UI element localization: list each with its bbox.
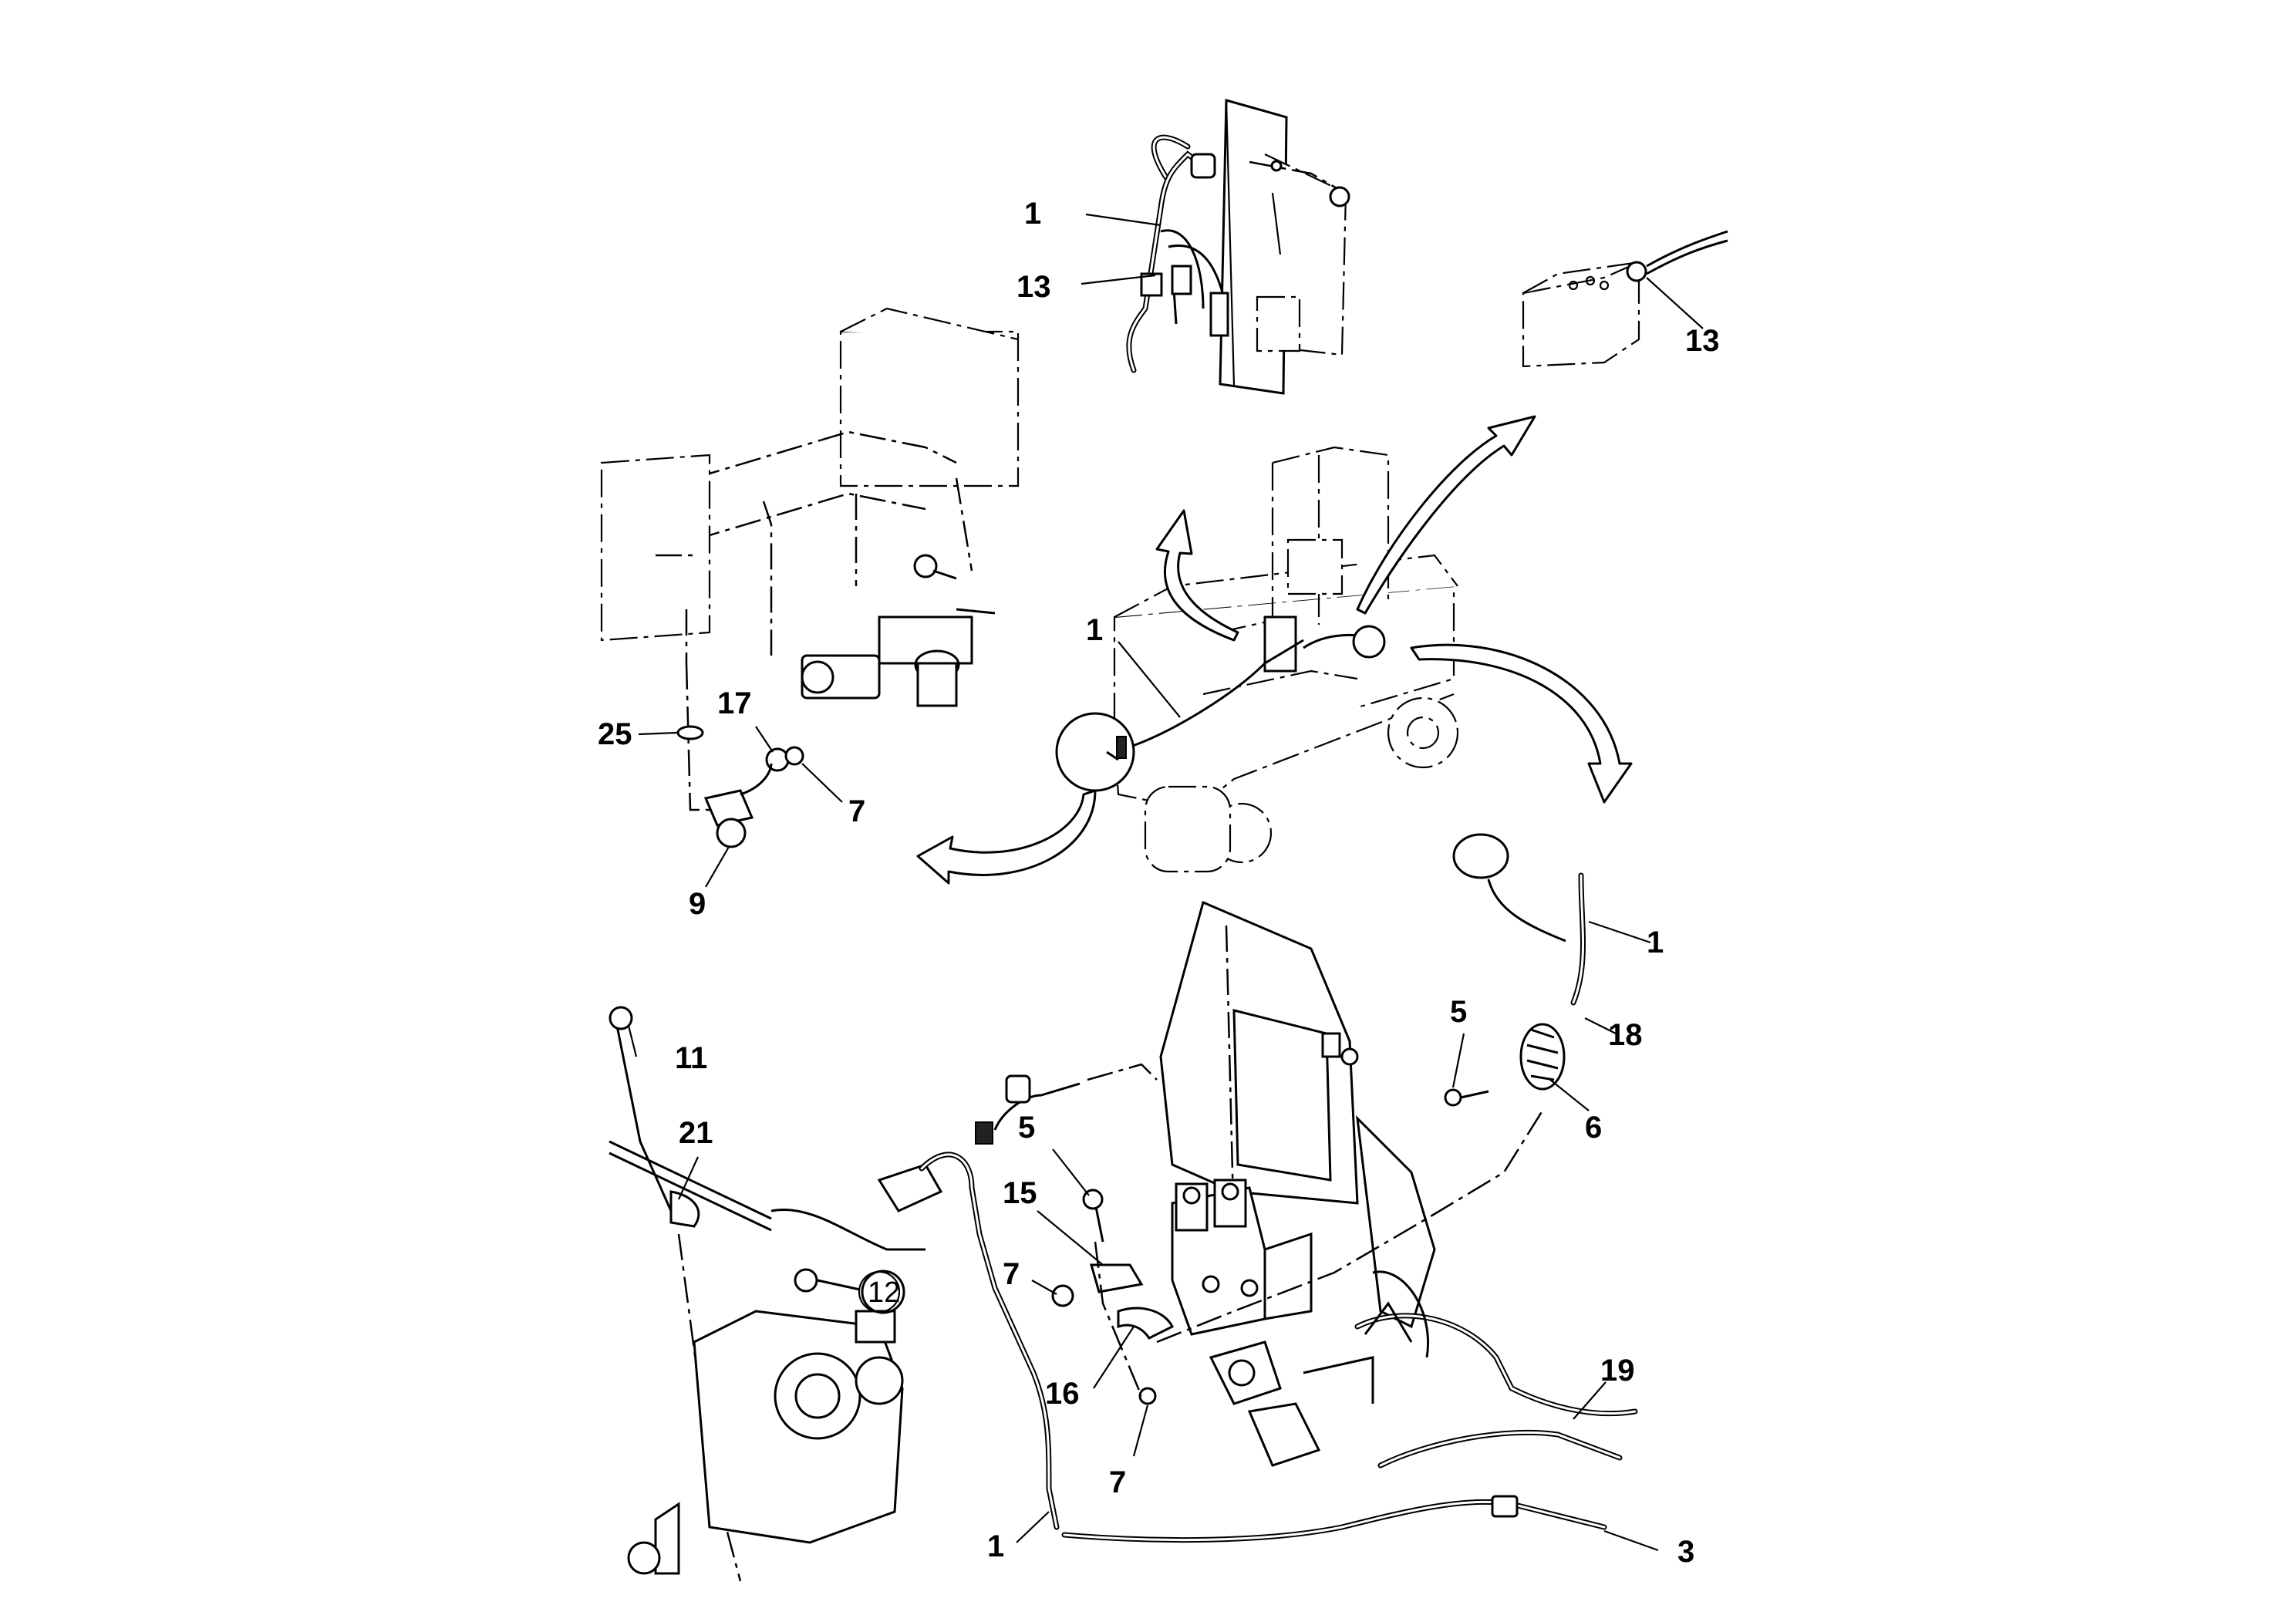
callout-7-left: 7 [848,794,865,828]
callout-12-circle [861,1270,905,1314]
callout-1-top: 1 [1024,197,1041,231]
callout-12: 12 [868,1276,900,1309]
bottom-right-harness [1061,1270,1638,1543]
valve-panel-detail [975,900,1436,1336]
callout-5-right: 5 [1450,995,1467,1029]
callout-5-center: 5 [1018,1111,1035,1145]
callout-17: 17 [717,686,752,720]
control-box-detail [1522,230,1728,368]
callout-21: 21 [679,1116,713,1150]
callout-16: 16 [1045,1377,1080,1411]
leader-lines [627,213,1704,1552]
mast-detail [1126,99,1350,395]
bracket-hardware [676,663,804,848]
callout-13-right: 13 [1685,324,1720,358]
left-frame-detail [600,307,1020,707]
callout-9: 9 [689,887,706,921]
callout-7-center: 7 [1003,1257,1020,1291]
right-harness-detail [1444,833,1586,1107]
callout-labels: 1 13 13 1 25 17 7 9 1 5 18 6 11 21 5 15 … [598,197,1720,1569]
engine-detail [609,1006,1060,1582]
callout-6: 6 [1585,1111,1602,1145]
callout-18: 18 [1608,1018,1643,1052]
callout-7-bottom: 7 [1109,1465,1126,1499]
bracket-fasteners [1051,1110,1544,1405]
callout-arrows [916,415,1633,885]
callout-19: 19 [1600,1354,1635,1388]
callout-13-top: 13 [1017,270,1051,304]
forklift-overview [1055,446,1459,873]
callout-3: 3 [1677,1535,1694,1569]
callout-1-center: 1 [1086,613,1103,647]
callout-25: 25 [598,717,632,751]
callout-1-right: 1 [1647,926,1664,959]
callout-11: 11 [675,1041,707,1075]
callout-1-bottom: 1 [987,1529,1004,1563]
callout-15: 15 [1003,1176,1037,1210]
